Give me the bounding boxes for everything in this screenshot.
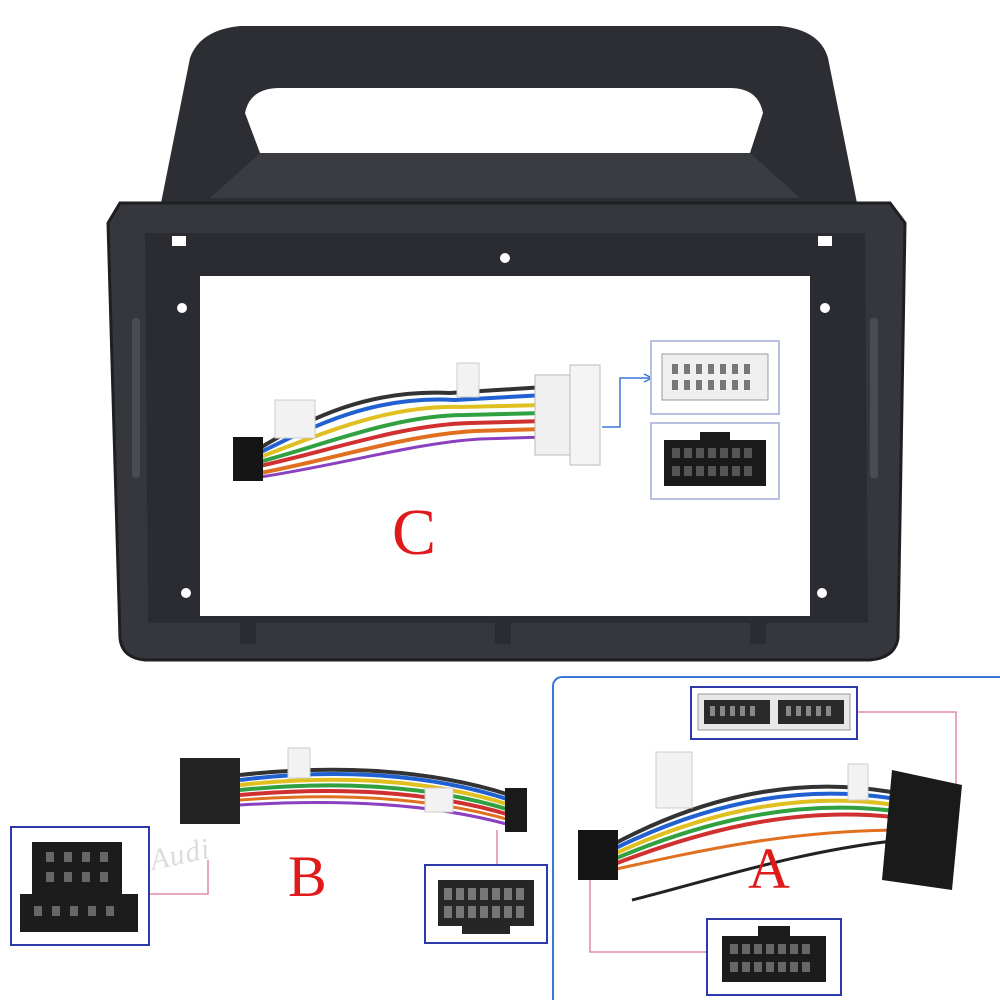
callout-line-icon <box>150 860 209 895</box>
callout-line-icon <box>589 862 712 953</box>
connector-plug-icon <box>10 826 150 946</box>
connector-plug-icon <box>424 864 548 944</box>
wiring-harness-icon <box>170 740 560 850</box>
kit-label-c: C <box>392 496 437 569</box>
connector-plug-icon <box>690 686 858 740</box>
wiring-harness-icon <box>225 355 625 495</box>
connector-plug-icon <box>650 422 780 500</box>
dash-frame-icon <box>100 18 910 668</box>
wiring-harness-icon <box>572 740 982 910</box>
callout-line-icon <box>858 711 957 792</box>
connector-plug-icon <box>706 918 842 996</box>
kit-label-a: A <box>748 836 790 901</box>
kit-label-b: B <box>288 844 327 909</box>
connector-plug-icon <box>650 340 780 415</box>
callout-line-icon <box>496 830 498 868</box>
panel-a-border <box>552 676 1000 1000</box>
